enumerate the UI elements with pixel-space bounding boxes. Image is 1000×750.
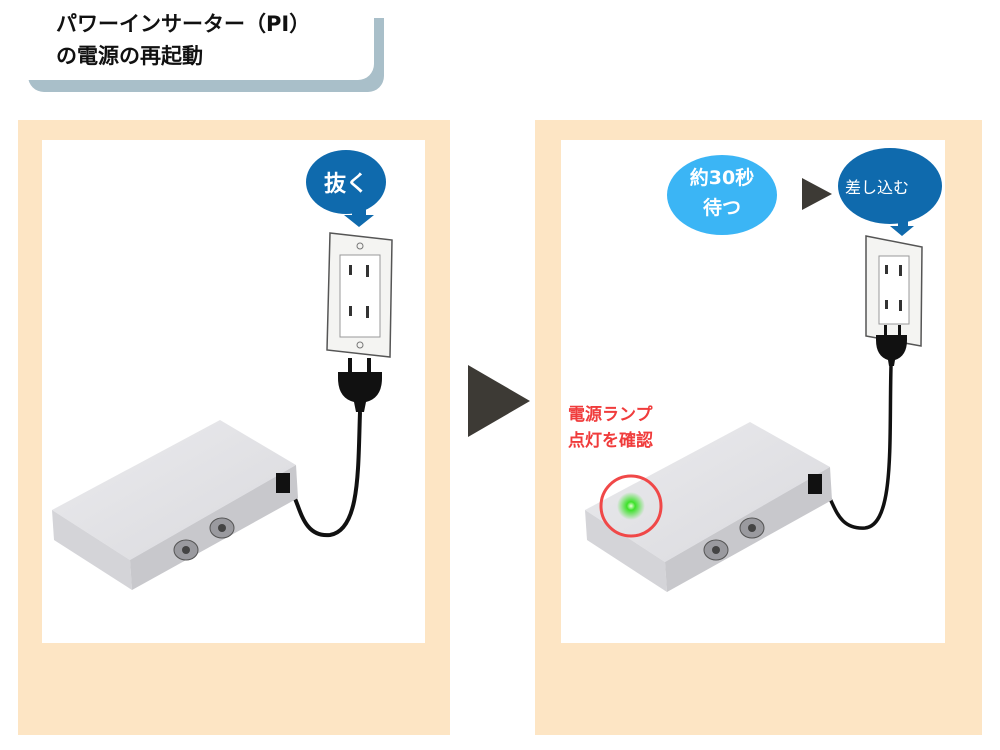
then-arrow-icon (802, 178, 832, 210)
lamp-note-line-1: 電源ランプ (568, 405, 653, 425)
power-inserter-device (52, 420, 298, 590)
wait-label: 約30秒 待つ (667, 163, 777, 223)
lamp-note-line-2: 点灯を確認 (568, 431, 653, 451)
title-line-1: パワーインサーター（PI） (56, 12, 311, 36)
wait-label-line-2: 待つ (702, 197, 741, 219)
wait-label-line-1: 約30秒 (689, 167, 755, 189)
power-plug-icon (288, 358, 382, 538)
power-inserter-device (585, 422, 832, 592)
lamp-highlight-circle (599, 474, 663, 538)
wall-outlet-icon (865, 235, 923, 347)
next-step-arrow-icon (468, 365, 530, 437)
plug-in-label: 差し込む (845, 178, 910, 197)
unplug-label: 抜く (323, 172, 368, 197)
title-box (18, 6, 374, 80)
power-plug-icon (823, 325, 907, 530)
plug-in-bubble (838, 148, 942, 236)
wall-outlet-icon (326, 232, 393, 358)
title-line-2: の電源の再起動 (56, 44, 203, 68)
wait-bubble (667, 155, 777, 235)
lamp-check-note: 電源ランプ 点灯を確認 (568, 402, 653, 454)
unplug-bubble (306, 150, 386, 227)
power-lamp-icon (617, 492, 645, 520)
page-title: パワーインサーター（PI） の電源の再起動 (56, 8, 310, 72)
